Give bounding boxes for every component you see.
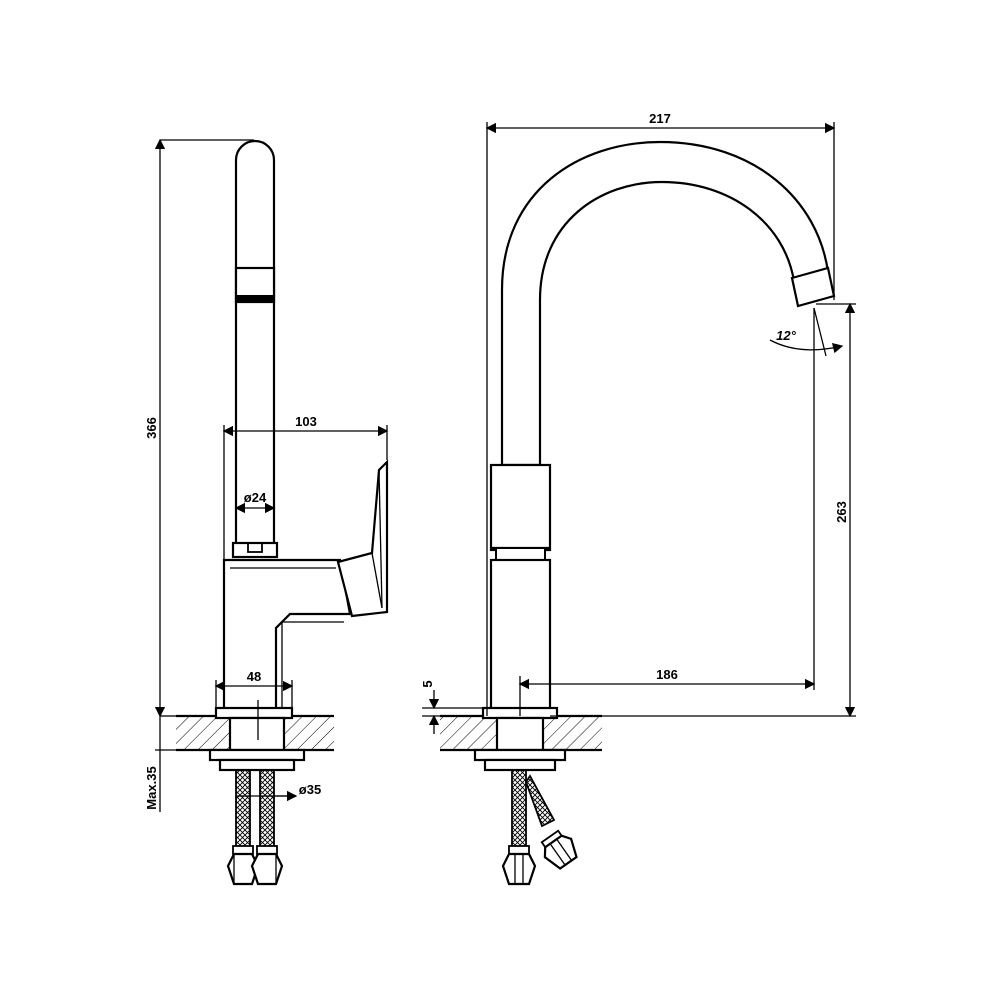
front-hose-nut-angled bbox=[543, 834, 578, 870]
side-hose-nut-right bbox=[250, 852, 284, 886]
front-hose-angled bbox=[524, 774, 556, 828]
side-hose-right bbox=[259, 769, 275, 849]
dim-spout-height: 263 bbox=[834, 501, 849, 523]
side-base bbox=[214, 706, 294, 720]
side-hose-left bbox=[235, 769, 251, 849]
dim-spout-diameter: ø24 bbox=[244, 490, 267, 505]
side-spout-collar bbox=[231, 541, 279, 559]
dim-spout-reach: 217 bbox=[649, 111, 671, 126]
dim-hole-diameter: ø35 bbox=[299, 782, 321, 797]
dim-max-thickness: Max.35 bbox=[144, 766, 159, 809]
dim-spout-angle: 12° bbox=[776, 328, 796, 343]
side-shank bbox=[228, 716, 286, 752]
front-gooseneck-spout bbox=[500, 140, 830, 467]
front-view: 217 263 12° 186 5 bbox=[420, 111, 856, 886]
side-spout-pipe bbox=[234, 139, 276, 547]
front-shank bbox=[495, 716, 545, 752]
side-mixer-body bbox=[222, 558, 352, 718]
front-upper-column bbox=[489, 463, 552, 552]
front-hose-nut-straight bbox=[501, 852, 537, 886]
dim-outlet-reach: 186 bbox=[656, 667, 678, 682]
dim-handle-reach: 103 bbox=[295, 414, 317, 429]
front-hose-straight bbox=[511, 769, 527, 849]
side-mounting-nut bbox=[208, 748, 306, 762]
dim-base-width: 48 bbox=[247, 669, 261, 684]
front-mounting-nut bbox=[473, 748, 567, 762]
dim-total-height: 366 bbox=[144, 417, 159, 439]
dim-base-offset: 5 bbox=[420, 680, 435, 687]
side-view: 366 Max.35 103 ø24 48 ø35 bbox=[144, 138, 389, 886]
